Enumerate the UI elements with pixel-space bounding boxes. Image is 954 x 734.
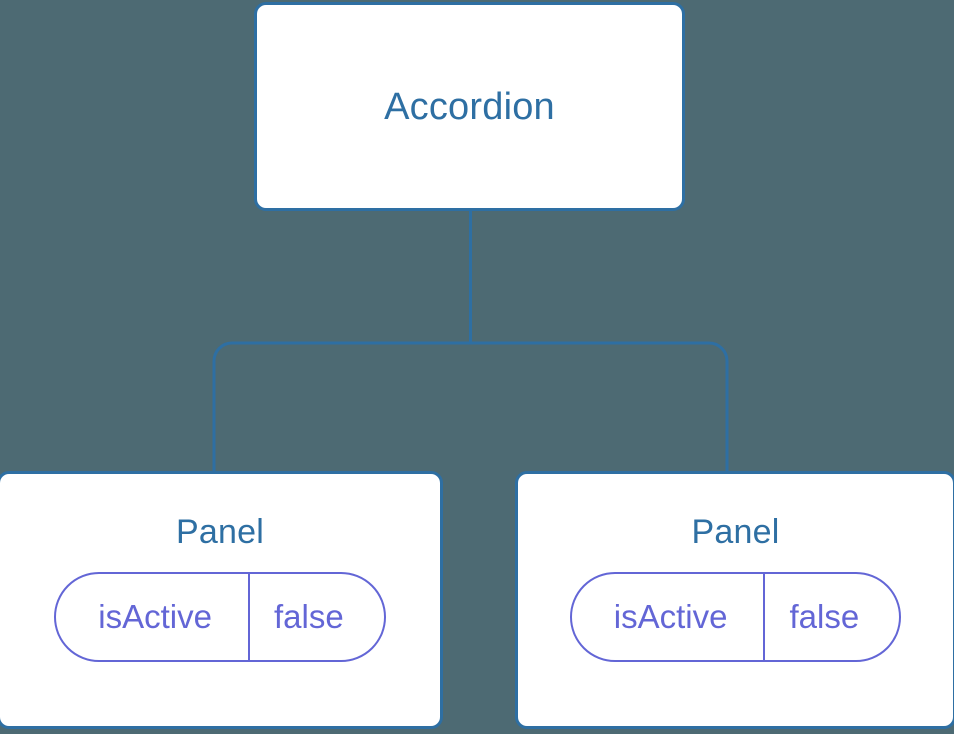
node-panel-0-title: Panel bbox=[176, 513, 264, 551]
node-accordion[interactable]: Accordion bbox=[254, 2, 685, 211]
connector-root-to-panel-1 bbox=[469, 210, 729, 471]
node-panel-1-title: Panel bbox=[691, 513, 780, 551]
node-panel-1-prop-value: false bbox=[763, 574, 899, 660]
node-panel-0-prop-key: isActive bbox=[98, 598, 212, 635]
node-panel-0[interactable]: Panel isActive false bbox=[0, 471, 443, 729]
node-panel-0-prop-value: false bbox=[247, 574, 384, 660]
node-panel-1-prop-badge[interactable]: isActive false bbox=[569, 572, 902, 662]
node-accordion-title: Accordion bbox=[384, 85, 555, 128]
node-panel-1-prop-key: isActive bbox=[613, 598, 728, 635]
node-panel-1[interactable]: Panel isActive false bbox=[515, 471, 954, 729]
node-panel-0-prop-badge[interactable]: isActive false bbox=[54, 572, 386, 662]
connector-root-to-panel-0 bbox=[212, 210, 472, 471]
